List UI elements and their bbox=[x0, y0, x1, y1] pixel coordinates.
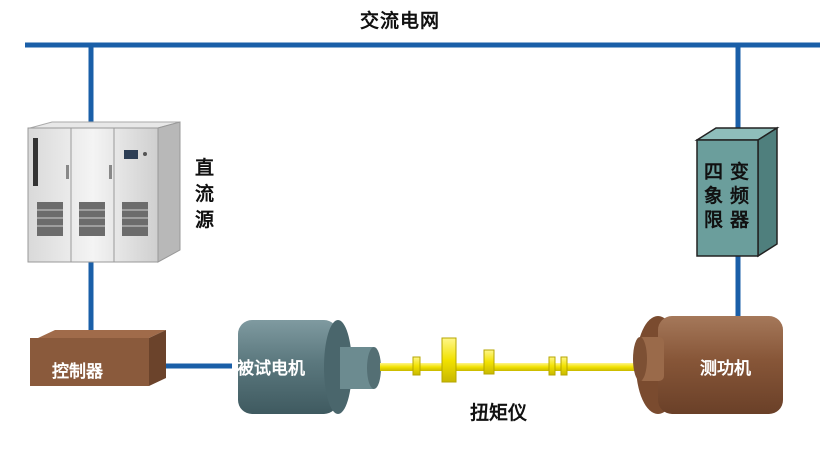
dc-source-label: 直流源 bbox=[195, 157, 215, 231]
dynamometer bbox=[633, 316, 783, 414]
coupling-right bbox=[560, 356, 568, 376]
controller-box bbox=[30, 330, 166, 386]
torque-meter-shaft bbox=[380, 337, 638, 383]
controller-label: 控制器 bbox=[52, 362, 103, 382]
torque-sensor-body bbox=[483, 349, 495, 375]
ac-grid-label: 交流电网 bbox=[360, 10, 441, 32]
vfd-label-column-1: 四象限 bbox=[704, 161, 724, 231]
ac-grid-bus bbox=[25, 42, 820, 369]
coupling-mid bbox=[548, 356, 556, 376]
coupling-left bbox=[412, 356, 421, 376]
torque-sensor-flange bbox=[441, 337, 457, 383]
dc-source-cabinet bbox=[27, 121, 181, 263]
vfd-label-column-2: 变频器 bbox=[730, 161, 750, 231]
dynamometer-label: 测功机 bbox=[700, 359, 751, 379]
motor-under-test-label: 被试电机 bbox=[237, 359, 305, 379]
four-quadrant-vfd bbox=[694, 126, 780, 258]
motor-under-test bbox=[238, 320, 381, 414]
torque-meter-label: 扭矩仪 bbox=[470, 402, 528, 424]
